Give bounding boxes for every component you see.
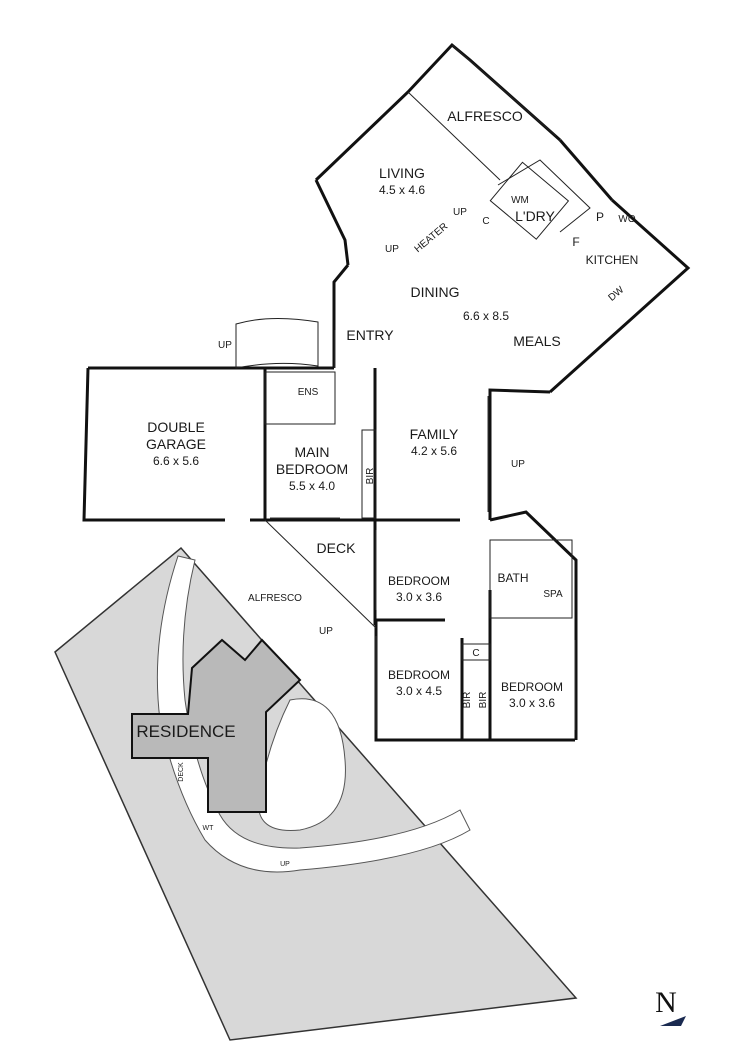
label-heater: HEATER xyxy=(413,221,451,255)
label-main-1: MAIN xyxy=(295,444,330,460)
label-wm: WM xyxy=(511,195,529,206)
label-entry: ENTRY xyxy=(346,327,394,343)
label-garage-1: DOUBLE xyxy=(147,419,205,435)
stair-up-deck: UP xyxy=(319,626,333,637)
label-garage-2: GARAGE xyxy=(146,436,206,452)
dim-family: 4.2 x 5.6 xyxy=(411,444,457,458)
label-dw: DW xyxy=(606,284,626,303)
dim-living: 4.5 x 4.6 xyxy=(379,183,425,197)
site-label-deck: DECK xyxy=(178,762,185,782)
label-bir-main: BIR xyxy=(365,468,376,485)
label-kitchen: KITCHEN xyxy=(586,253,639,267)
stair-up-heater: UP xyxy=(453,207,467,218)
label-p: P xyxy=(596,210,604,224)
label-bir-b: BIR xyxy=(478,692,489,709)
label-meals: MEALS xyxy=(513,333,560,349)
stair-up-living: UP xyxy=(385,244,399,255)
label-bir-a: BIR xyxy=(462,692,473,709)
compass-letter: N xyxy=(655,986,677,1019)
compass: N xyxy=(655,986,686,1026)
stair-labels: UP UP UP UP UP xyxy=(218,207,525,637)
dim-dining: 6.6 x 8.5 xyxy=(463,309,509,323)
dim-garage: 6.6 x 5.6 xyxy=(153,454,199,468)
floor-plan-walls xyxy=(82,42,691,742)
site-label-alfresco: ALFRESCO xyxy=(248,593,302,604)
label-ens: ENS xyxy=(298,387,319,398)
site-label-wt: WT xyxy=(203,825,215,832)
site-plan: ALFRESCO RESIDENCE DECK WT UP xyxy=(54,546,578,1041)
dim-main: 5.5 x 4.0 xyxy=(289,479,335,493)
dim-bedroom-1: 3.0 x 3.6 xyxy=(396,590,442,604)
label-spa: SPA xyxy=(543,589,563,600)
label-laundry: L'DRY xyxy=(515,208,555,224)
dim-bedroom-2: 3.0 x 4.5 xyxy=(396,684,442,698)
label-bedroom-2: BEDROOM xyxy=(388,668,450,682)
label-f: F xyxy=(572,235,579,249)
label-living: LIVING xyxy=(379,165,425,181)
label-wo: WO xyxy=(618,214,635,225)
label-dining: DINING xyxy=(411,284,460,300)
label-bedroom-3: BEDROOM xyxy=(501,680,563,694)
label-bedroom-1: BEDROOM xyxy=(388,574,450,588)
label-alfresco: ALFRESCO xyxy=(447,108,523,124)
label-c-upper: C xyxy=(482,216,489,227)
site-label-residence: RESIDENCE xyxy=(136,722,235,741)
label-deck: DECK xyxy=(317,540,357,556)
stair-up-family: UP xyxy=(511,459,525,470)
room-labels: ALFRESCO LIVING 4.5 x 4.6 WM L'DRY C P W… xyxy=(146,108,638,710)
label-family: FAMILY xyxy=(410,426,459,442)
label-main-2: BEDROOM xyxy=(276,461,348,477)
label-bath: BATH xyxy=(497,571,528,585)
label-c-lower: C xyxy=(472,648,479,659)
dim-bedroom-3: 3.0 x 3.6 xyxy=(509,696,555,710)
site-label-up: UP xyxy=(280,861,290,868)
stair-up-entry: UP xyxy=(218,340,232,351)
compass-arrow xyxy=(660,1016,686,1026)
site-residence xyxy=(131,638,302,813)
